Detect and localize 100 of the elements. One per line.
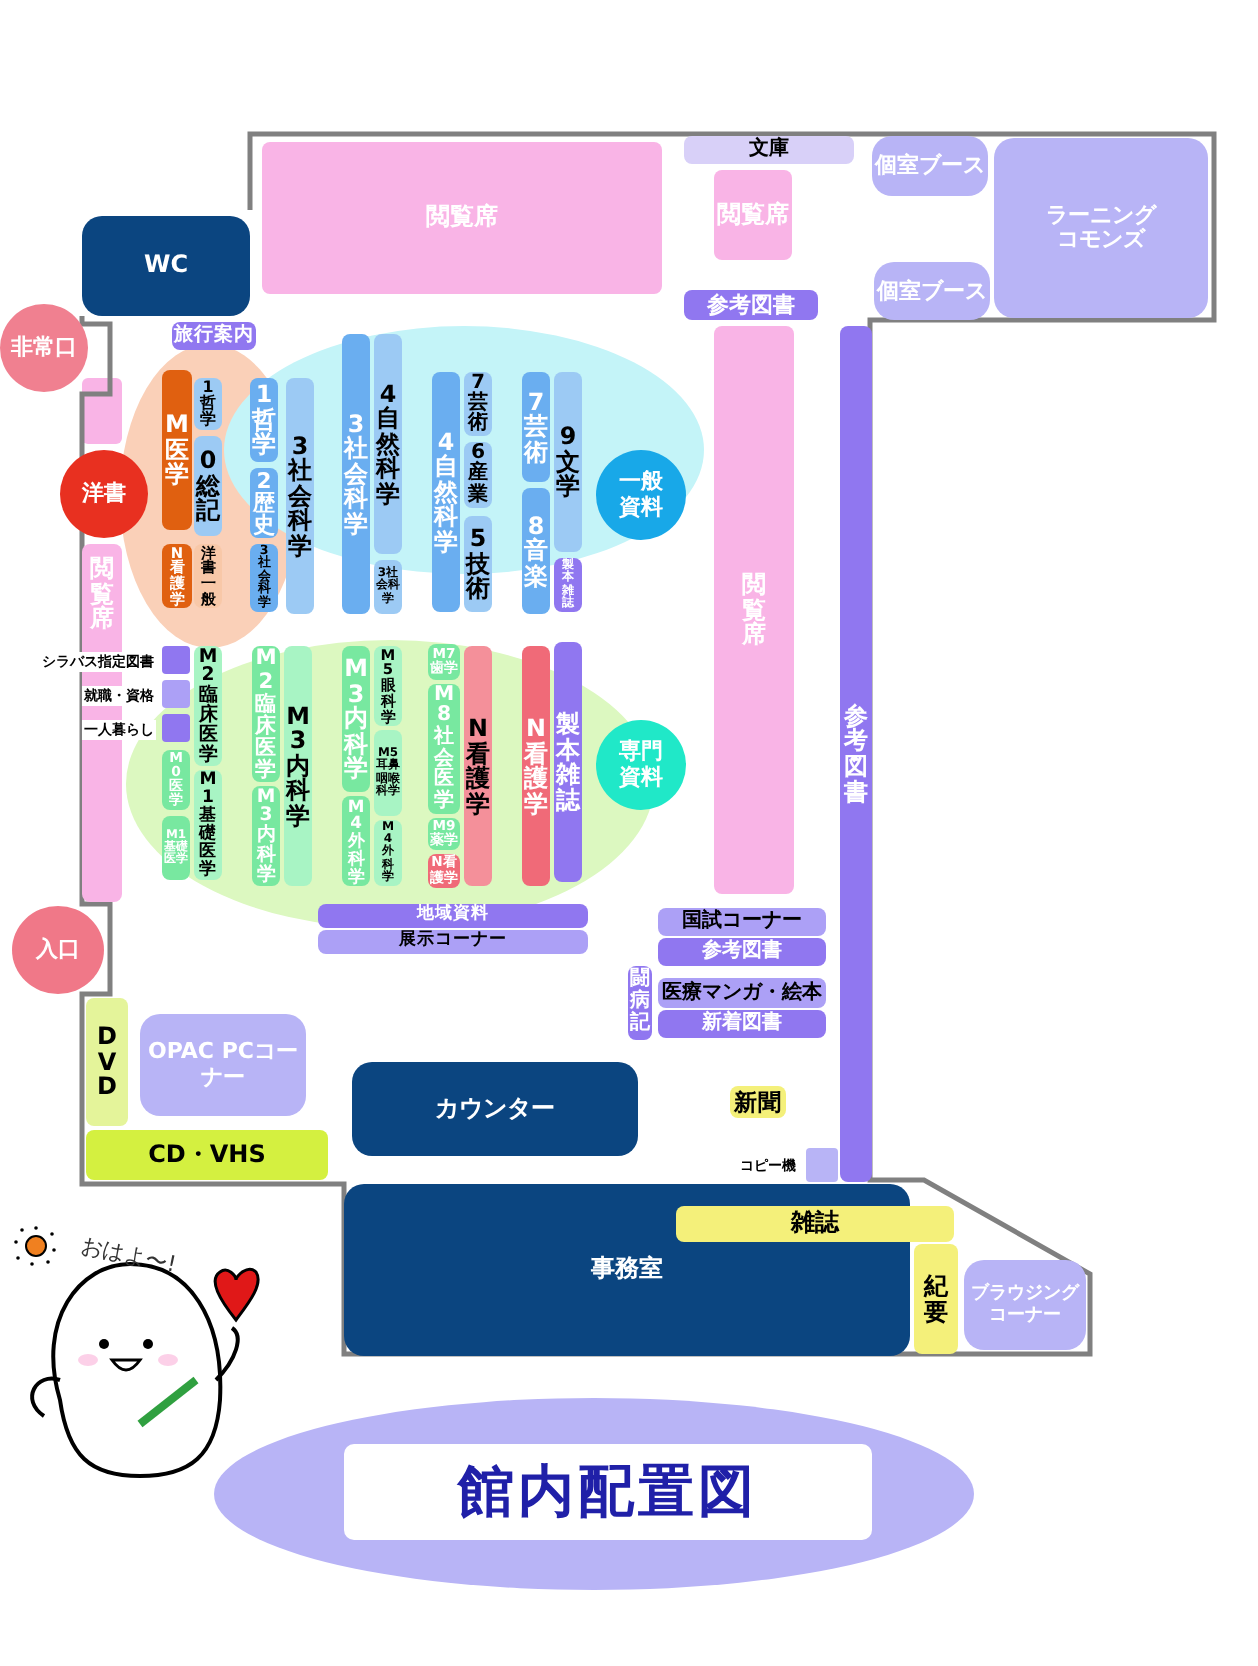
shelf-label: 国試コーナー bbox=[682, 910, 802, 934]
shelf-label: 文庫 bbox=[749, 138, 789, 162]
shelf-label: 3社会科学 bbox=[287, 433, 313, 559]
room-box bbox=[82, 216, 250, 316]
shelf bbox=[318, 904, 588, 928]
shelf-label: M8社会医学 bbox=[433, 685, 455, 813]
room-label: WC bbox=[143, 252, 189, 280]
shelf bbox=[464, 646, 492, 886]
shelf bbox=[374, 730, 402, 816]
shelf-label: 4自然科学 bbox=[433, 429, 459, 555]
shelf-label: 7芸術 bbox=[467, 373, 489, 435]
shelf bbox=[162, 680, 190, 708]
shelf-label: 0総記 bbox=[195, 448, 221, 524]
shelf bbox=[162, 714, 190, 742]
shelf-label: M4外科学 bbox=[347, 797, 365, 885]
shelf-label: 1哲学 bbox=[251, 382, 277, 458]
sign-label: 非常口 bbox=[10, 335, 78, 361]
shelf-label: N看護学 bbox=[523, 716, 549, 816]
shelf-label: M2臨床医学 bbox=[254, 646, 278, 782]
shelf bbox=[284, 646, 312, 886]
shelf-label: 9文学 bbox=[555, 424, 581, 500]
shelf bbox=[464, 516, 492, 612]
shelf bbox=[194, 436, 222, 536]
shelf-label: 旅行案内 bbox=[174, 325, 254, 347]
shelf-label: 参考図書 bbox=[707, 293, 795, 317]
shelf bbox=[676, 1206, 954, 1242]
room-label: 事務室 bbox=[591, 1256, 663, 1284]
shelf bbox=[658, 938, 826, 966]
shelf-label: DVD bbox=[95, 1024, 119, 1100]
room-box bbox=[872, 136, 988, 196]
shelf bbox=[286, 378, 314, 614]
room-label: 個室ブース bbox=[877, 279, 987, 303]
shelf-label: M1基礎医学 bbox=[199, 771, 217, 879]
room-box bbox=[994, 138, 1208, 318]
shelf bbox=[194, 770, 222, 880]
room-label: ラーニングコモンズ bbox=[1045, 203, 1157, 253]
shelf-label: M3内科学 bbox=[256, 787, 276, 885]
shelf bbox=[374, 560, 402, 614]
room-label: 閲覧席 bbox=[717, 201, 789, 229]
shelf bbox=[342, 796, 370, 886]
exit-sign bbox=[0, 304, 88, 392]
shelf-label: 7芸術 bbox=[523, 389, 549, 465]
room-label: 閲覧席 bbox=[741, 572, 767, 648]
shelf bbox=[554, 372, 582, 552]
copier-box bbox=[806, 1148, 838, 1182]
shelf bbox=[194, 378, 222, 430]
shelf bbox=[162, 816, 190, 880]
room-label: 個室ブース bbox=[875, 154, 985, 178]
shelf bbox=[554, 558, 582, 612]
shelf-label: 2歴史 bbox=[252, 469, 276, 537]
shelf bbox=[522, 488, 550, 614]
shelf bbox=[342, 334, 370, 614]
shelf bbox=[162, 544, 192, 608]
shelf bbox=[250, 544, 278, 612]
seating-area bbox=[714, 170, 792, 260]
shelf bbox=[522, 372, 550, 482]
shelf-label: N看護学 bbox=[465, 716, 491, 816]
shelf bbox=[374, 646, 402, 726]
shelf-label: 3社会科学 bbox=[343, 411, 369, 537]
shelf-label: 8音楽 bbox=[523, 513, 549, 589]
entrance-sign bbox=[12, 906, 104, 994]
shelf bbox=[432, 372, 460, 612]
sign-label: 一般資料 bbox=[618, 470, 664, 520]
shelf-label: 紀要 bbox=[923, 1273, 949, 1325]
shelf-label: 地域資料 bbox=[417, 906, 489, 926]
shelf bbox=[684, 136, 854, 164]
shelf-label: M3内科学 bbox=[285, 703, 311, 829]
area-sign bbox=[60, 450, 148, 538]
sign-label: 洋書 bbox=[81, 481, 127, 507]
shelf-label: 新着図書 bbox=[702, 1012, 782, 1036]
title: 館内配置図 bbox=[458, 1456, 758, 1528]
shelf bbox=[554, 642, 582, 882]
shelf bbox=[162, 646, 190, 674]
shelf-label: 4自然科学 bbox=[375, 381, 401, 507]
shelf-label: 製本雑誌 bbox=[555, 712, 581, 812]
shelf bbox=[658, 908, 826, 936]
shelf-label: 医療マンガ・絵本 bbox=[662, 982, 822, 1004]
sign-label: 入口 bbox=[35, 937, 81, 963]
shelf bbox=[162, 370, 192, 530]
shelf bbox=[374, 334, 402, 554]
shelf bbox=[374, 820, 402, 886]
shelf-label: M医学 bbox=[164, 412, 190, 488]
shelf bbox=[658, 1010, 826, 1038]
shelf bbox=[318, 930, 588, 954]
room-label: カウンター bbox=[435, 1095, 555, 1123]
shelf-label: 展示コーナー bbox=[399, 932, 507, 952]
shelf-label: 新聞 bbox=[734, 1089, 782, 1115]
seating-area bbox=[262, 142, 662, 294]
seating-area bbox=[714, 326, 794, 894]
shelf-label: 闘病記 bbox=[629, 970, 651, 1036]
area-sign bbox=[596, 720, 686, 810]
shelf-label: 雑誌 bbox=[791, 1210, 839, 1238]
shelf-label: CD・VHS bbox=[148, 1141, 266, 1169]
room-box bbox=[140, 1014, 306, 1116]
shelf bbox=[194, 544, 222, 608]
room-label: 閲覧席 bbox=[426, 204, 498, 232]
speech-text: おはよ〜! bbox=[77, 1230, 179, 1280]
room-label: ブラウジングコーナー bbox=[969, 1284, 1081, 1326]
shelf-label: 参考図書 bbox=[843, 703, 869, 805]
shelf bbox=[684, 290, 818, 320]
